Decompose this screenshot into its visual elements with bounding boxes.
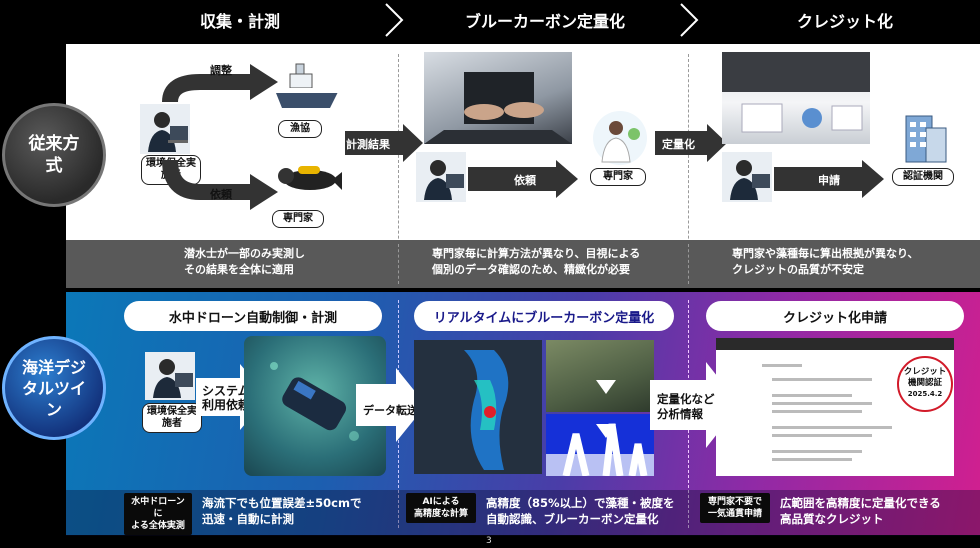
expert2-label-text: 専門家 — [603, 171, 633, 182]
ship-icon — [274, 63, 340, 108]
step-pill-credit: クレジット化申請 — [706, 301, 964, 331]
conventional-method-label: 従来方式 — [28, 134, 80, 176]
benefit-badge-drone: 水中ドローンに よる全体実測 — [124, 493, 192, 535]
benefit-text-drone-line2: 迅速・自動に計測 — [202, 512, 294, 526]
divider — [688, 244, 689, 284]
down-arrow-icon — [596, 380, 616, 394]
quantify-arrow — [655, 124, 727, 162]
analysis-tag: 定量化など 分析情報 — [657, 392, 715, 422]
chevron-right-icon — [385, 3, 404, 37]
conventional-description-2-line1: 専門家毎に計算方法が異なり、目視による — [432, 247, 641, 260]
benefit-text-ai: 高精度（85%以上）で藻種・被度を 自動認識、ブルーカーボン定量化 — [486, 495, 675, 527]
benefit-text-credit-line1: 広範囲を高精度に定量化できる — [780, 496, 941, 510]
twin-actor-label-text: 環境保全実施者 — [147, 406, 197, 429]
worker-at-computer-icon — [145, 352, 195, 400]
benefit-text-drone: 海流下でも位置誤差±50cmで 迅速・自動に計測 — [202, 495, 361, 527]
step-header-quantify: ブルーカーボン定量化 — [410, 0, 680, 40]
worker-at-computer-icon — [140, 104, 190, 154]
system-request-line2: 利用依頼 — [202, 398, 251, 412]
step-header-credit-label: クレジット化 — [796, 12, 893, 31]
benefit-text-credit: 広範囲を高精度に定量化できる 高品質なクレジット — [780, 495, 941, 527]
expert-label: 専門家 — [272, 210, 324, 228]
step-header-quantify-label: ブルーカーボン定量化 — [464, 12, 625, 31]
benefit-text-credit-line2: 高品質なクレジット — [780, 512, 884, 526]
benefit-badge-ai-line2: 高精度な計算 — [413, 509, 468, 519]
conventional-description-1: 潜水士が一部のみ実測し その結果を全体に適用 — [184, 246, 305, 278]
benefit-text-ai-line2: 自動認識、ブルーカーボン定量化 — [486, 512, 659, 526]
step-pill-drone-label: 水中ドローン自動制御・計測 — [168, 310, 338, 326]
apply-arrow — [774, 160, 884, 198]
step-header-collect: 収集・計測 — [120, 0, 360, 40]
analysis-line1: 定量化など — [657, 392, 715, 406]
data-transfer-tag: データ転送 — [363, 404, 418, 417]
stamp-line1: クレジット — [903, 367, 947, 377]
step-pill-realtime: リアルタイムにブルーカーボン定量化 — [414, 301, 674, 331]
conventional-method-badge: 従来方式 — [2, 103, 106, 207]
benefit-badge-drone-line1: 水中ドローンに — [131, 497, 185, 519]
stamp-line2: 機関認証 — [907, 378, 942, 388]
conventional-description-2-line2: 個別のデータ確認のため、精緻化が必要 — [432, 263, 630, 276]
laptop-typing-photo — [424, 52, 572, 144]
system-request-line1: システム — [202, 384, 250, 398]
conventional-description-3: 専門家や藻種毎に算出根拠が異なり、 クレジットの品質が不安定 — [732, 246, 919, 278]
down-arrow-icon — [596, 424, 616, 438]
request-tag: 依頼 — [210, 188, 232, 201]
divider — [398, 244, 399, 284]
benefit-text-drone-line1: 海流下でも位置誤差±50cmで — [202, 496, 362, 510]
conventional-description-2: 専門家毎に計算方法が異なり、目視による 個別のデータ確認のため、精緻化が必要 — [432, 246, 640, 278]
divider — [398, 54, 399, 279]
conventional-description-3-line2: クレジットの品質が不安定 — [732, 263, 864, 276]
benefit-badge-ai-line1: AIによる — [422, 497, 460, 507]
digital-twin-benefit-strip — [66, 490, 980, 536]
step-header-collect-label: 収集・計測 — [199, 12, 280, 31]
expert2-label: 専門家 — [590, 168, 646, 186]
certification-stamp: クレジット 機関認証 2025.4.2 — [897, 356, 953, 412]
scientist-icon — [593, 111, 647, 165]
step-pill-realtime-label: リアルタイムにブルーカーボン定量化 — [433, 310, 655, 326]
meeting-photo — [722, 52, 870, 144]
expert-label-text: 専門家 — [283, 213, 313, 224]
conventional-description-1-line2: その結果を全体に適用 — [184, 263, 294, 276]
chevron-right-icon — [680, 3, 699, 37]
divider — [688, 54, 689, 279]
step-header-credit: クレジット化 — [710, 0, 980, 40]
quantify-tag: 定量化 — [662, 138, 695, 151]
digital-twin-badge: 海洋デジタルツイン — [2, 336, 106, 440]
certifier-label-text: 認証機関 — [903, 171, 943, 182]
analysis-line2: 分析情報 — [657, 407, 703, 421]
conventional-description-3-line1: 専門家や藻種毎に算出根拠が異なり、 — [732, 247, 919, 260]
twin-actor-label: 環境保全実施者 — [142, 403, 202, 433]
worker-at-computer-icon — [416, 152, 466, 202]
diver-icon — [278, 166, 342, 190]
apply-tag: 申請 — [818, 174, 840, 187]
benefit-badge-credit-line1: 専門家不要で — [707, 497, 762, 507]
measure-result-arrow — [345, 124, 423, 162]
benefit-badge-ai: AIによる 高精度な計算 — [406, 493, 476, 523]
benefit-badge-drone-line2: よる全体実測 — [131, 521, 185, 531]
data-transfer-arrow — [356, 368, 426, 442]
conventional-description-1-line1: 潜水士が一部のみ実測し — [184, 247, 305, 260]
step-pill-credit-label: クレジット化申請 — [782, 310, 887, 326]
worker-at-computer-icon — [722, 152, 772, 202]
benefit-badge-credit-line2: 一気通貫申請 — [707, 509, 762, 519]
fishery-label: 漁協 — [278, 120, 322, 138]
system-request-tag: システム 利用依頼 — [202, 384, 250, 412]
step-pill-drone: 水中ドローン自動制御・計測 — [124, 301, 382, 331]
request2-tag: 依頼 — [514, 174, 536, 187]
digital-twin-label: 海洋デジタルツイン — [21, 357, 86, 419]
ai-heatmap-image — [414, 340, 542, 474]
request-arrow — [468, 160, 578, 198]
stamp-date: 2025.4.2 — [907, 390, 943, 398]
conventional-description-strip — [66, 240, 980, 288]
benefit-text-ai-line1: 高精度（85%以上）で藻種・被度を — [486, 496, 675, 510]
building-icon — [905, 115, 947, 163]
certifier-label: 認証機関 — [892, 168, 954, 186]
benefit-badge-credit: 専門家不要で 一気通貫申請 — [700, 493, 770, 523]
seagrass-photo — [546, 340, 654, 412]
adjust-tag: 調整 — [210, 64, 232, 77]
fishery-label-text: 漁協 — [290, 123, 310, 134]
measure-result-tag: 計測結果 — [346, 138, 390, 151]
page-number: 3 — [486, 536, 492, 546]
split-arrows — [162, 64, 278, 210]
